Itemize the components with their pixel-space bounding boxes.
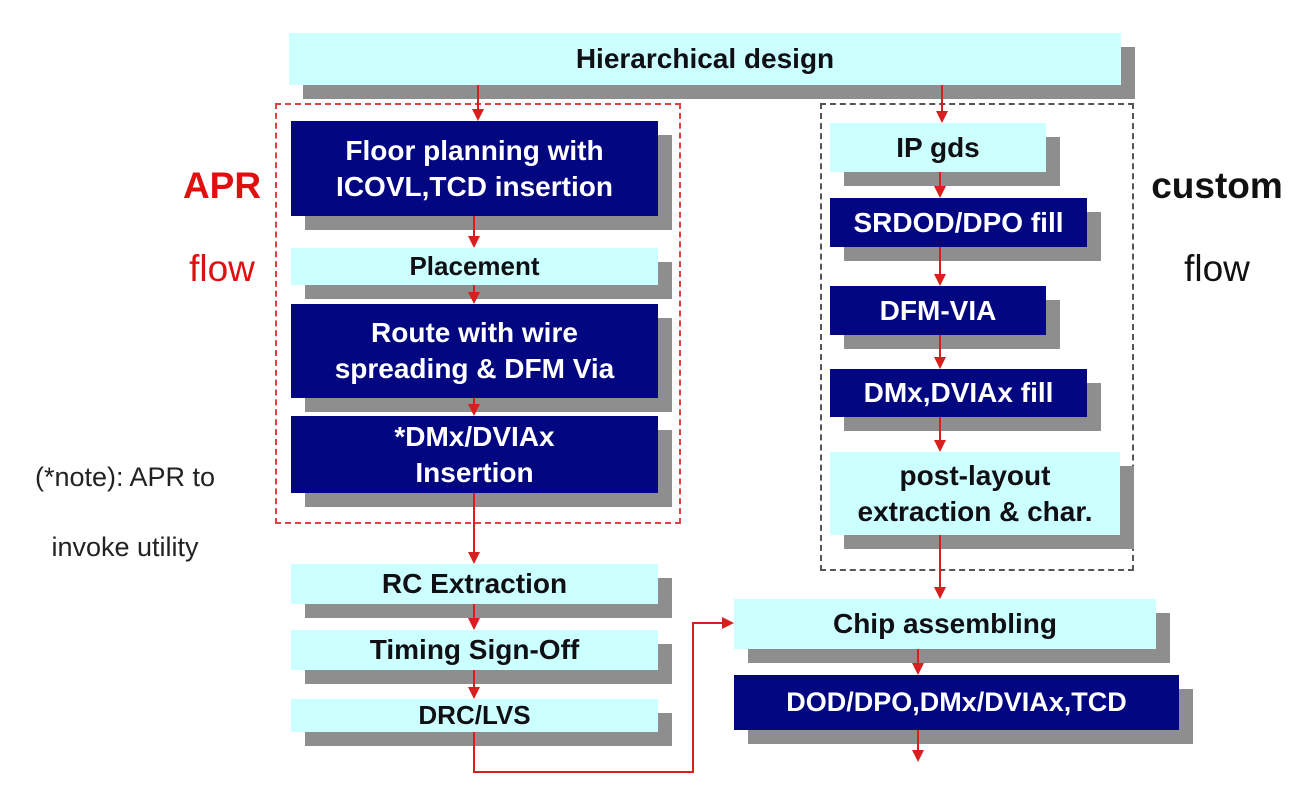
route-box: Route with wire spreading & DFM Via (291, 304, 658, 398)
placement-box: Placement (291, 248, 658, 285)
hierarchical-design-box: Hierarchical design (289, 33, 1121, 85)
custom-flow-label: custom flow (1132, 124, 1302, 331)
dfm-via-box: DFM-VIA (830, 286, 1046, 335)
note-line2: invoke utility (51, 532, 199, 563)
floor-planning-box: Floor planning with ICOVL,TCD insertion (291, 121, 658, 216)
custom-flow-frame (820, 103, 1134, 571)
ip-gds-box: IP gds (830, 123, 1046, 172)
rc-extraction-box: RC Extraction (291, 564, 658, 604)
dmx-insertion-box: *DMx/DVIAx Insertion (291, 416, 658, 493)
srdod-fill-box: SRDOD/DPO fill (830, 198, 1087, 247)
drc-lvs-box: DRC/LVS (291, 699, 658, 732)
post-layout-box: post-layout extraction & char. (830, 452, 1120, 535)
custom-label-line2: flow (1184, 248, 1250, 290)
arrow-drc-to-chip-assembling (473, 617, 734, 773)
custom-label-line1: custom (1151, 165, 1283, 207)
dod-dpo-box: DOD/DPO,DMx/DVIAx,TCD (734, 675, 1179, 730)
note-text: (*note): APR to invoke utility (0, 425, 250, 600)
chip-assembling-box: Chip assembling (734, 599, 1156, 649)
note-line1: (*note): APR to (34, 462, 216, 493)
apr-label-line2: flow (189, 248, 255, 290)
dmx-fill-box: DMx,DVIAx fill (830, 369, 1087, 417)
timing-signoff-box: Timing Sign-Off (291, 630, 658, 670)
apr-flow-label: APR flow (162, 124, 282, 331)
apr-label-line1: APR (182, 165, 262, 207)
